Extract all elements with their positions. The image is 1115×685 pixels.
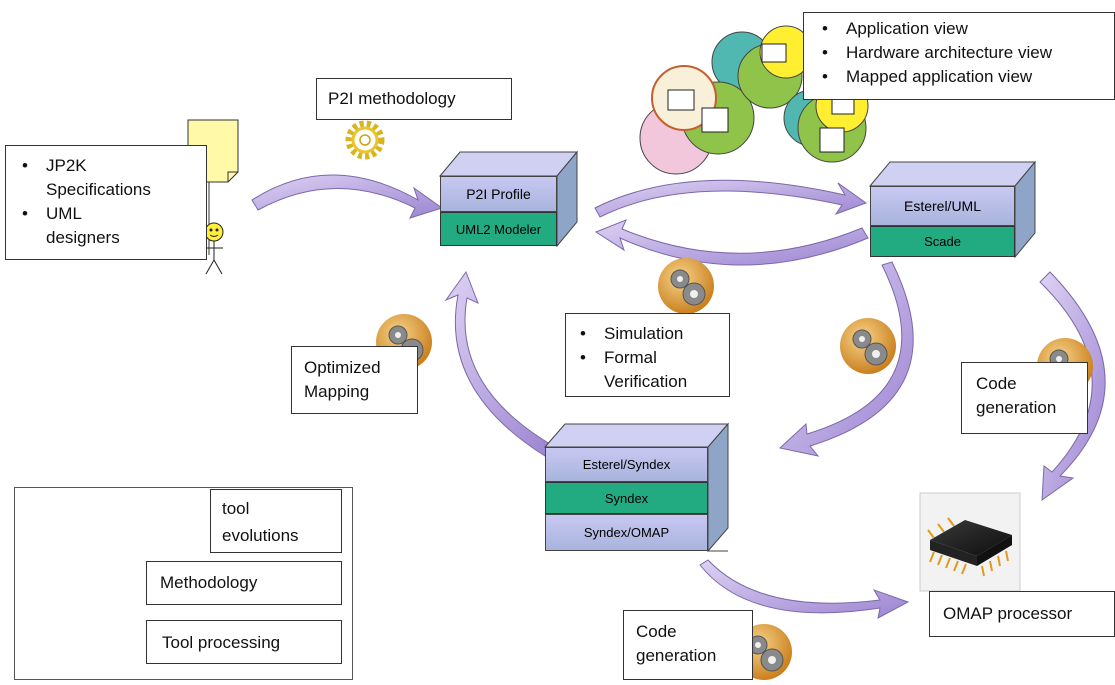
views-item-hardware: Hardware architecture view: [812, 41, 1114, 65]
views-item-application: Application view: [812, 17, 1114, 41]
methodology-label: P2I methodology: [328, 89, 456, 108]
arrow-esterel-to-omap: [1039, 271, 1106, 502]
legend-methodology-label: Methodology: [160, 573, 258, 592]
view-bubbles-cluster-icon: [639, 25, 869, 175]
methodology-gear-icon: [349, 124, 381, 156]
esterel-uml-layer: Esterel/UML: [870, 186, 1015, 226]
omap-cpu-icon: [919, 492, 1021, 592]
code-generation-bottom-box: [623, 610, 753, 680]
legend-methodology-box: [146, 561, 342, 605]
arrow-esterel-to-syndex: [778, 261, 914, 457]
legend-tool-processing-label: Tool processing: [162, 633, 281, 652]
arrow-mapping-loop: [444, 270, 551, 457]
esterel-gear-icon: [839, 317, 897, 375]
syndex-omap-layer: Syndex/OMAP: [545, 514, 708, 551]
designer-stick-figure-icon: [204, 222, 224, 275]
omap-processor-box: [929, 591, 1115, 637]
uml2-modeler-layer: UML2 Modeler: [440, 212, 557, 246]
legend-tool-processing-box: [146, 620, 342, 664]
omap-processor-label: OMAP processor: [943, 604, 1073, 623]
arrow-spec-to-profile: [251, 174, 444, 219]
arrow-esterel-to-profile: [594, 219, 869, 266]
views-item-mapped: Mapped application view: [812, 65, 1114, 89]
simulation-item: Simulation: [570, 322, 729, 346]
arrow-profile-to-esterel: [594, 179, 868, 218]
scade-layer: Scade: [870, 226, 1015, 257]
arrow-syndex-to-omap: [699, 559, 910, 619]
legend-tool-evolutions-box: [210, 489, 342, 553]
p2i-profile-layer: P2I Profile: [440, 176, 557, 212]
optimized-mapping-box: [291, 346, 418, 414]
views-list-box: Application view Hardware architecture v…: [803, 12, 1115, 100]
code-generation-right-box: [961, 362, 1088, 434]
tool-processing-gear-icon: [657, 257, 715, 315]
syndex-layer: Syndex: [545, 482, 708, 514]
methodology-label-box: [316, 78, 512, 120]
esterel-syndex-layer: Esterel/Syndex: [545, 447, 708, 482]
